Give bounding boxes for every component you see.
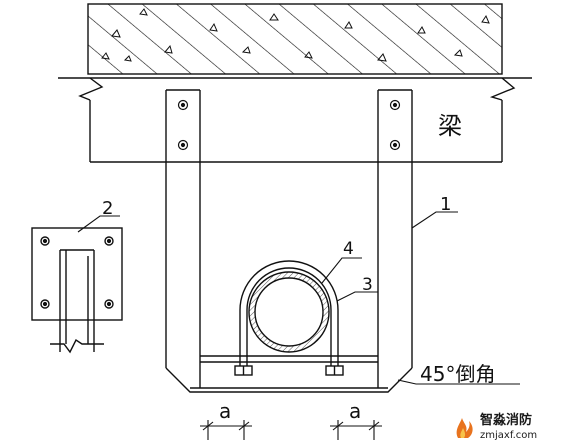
- item-2-label: 2: [102, 198, 113, 219]
- u-bolt: [234, 260, 344, 376]
- pipe: [248, 271, 330, 353]
- dimension-a-right: a: [349, 399, 361, 423]
- anchor-bolts: [177, 99, 401, 151]
- beam: [58, 77, 532, 163]
- concrete-slab: [87, 3, 503, 75]
- end-plate-detail: [31, 227, 123, 354]
- watermark-subtitle: zmjaxf.com: [480, 430, 537, 441]
- bracket-frame: [165, 89, 413, 393]
- watermark-title: 智淼消防: [480, 412, 532, 428]
- dimension-a-left: a: [219, 399, 231, 423]
- dimension-lines: [200, 420, 382, 440]
- beam-label: 梁: [438, 112, 462, 140]
- fire-logo-icon: 智淼消防 zmjaxf.com: [456, 412, 537, 441]
- item-4-label: 4: [343, 239, 354, 259]
- item-1-label: 1: [440, 194, 451, 215]
- watermark: 智淼消防 zmjaxf.com: [452, 408, 570, 444]
- chamfer-label: 45°倒角: [420, 362, 495, 386]
- leader-lines: [77, 211, 520, 385]
- item-3-label: 3: [362, 275, 373, 295]
